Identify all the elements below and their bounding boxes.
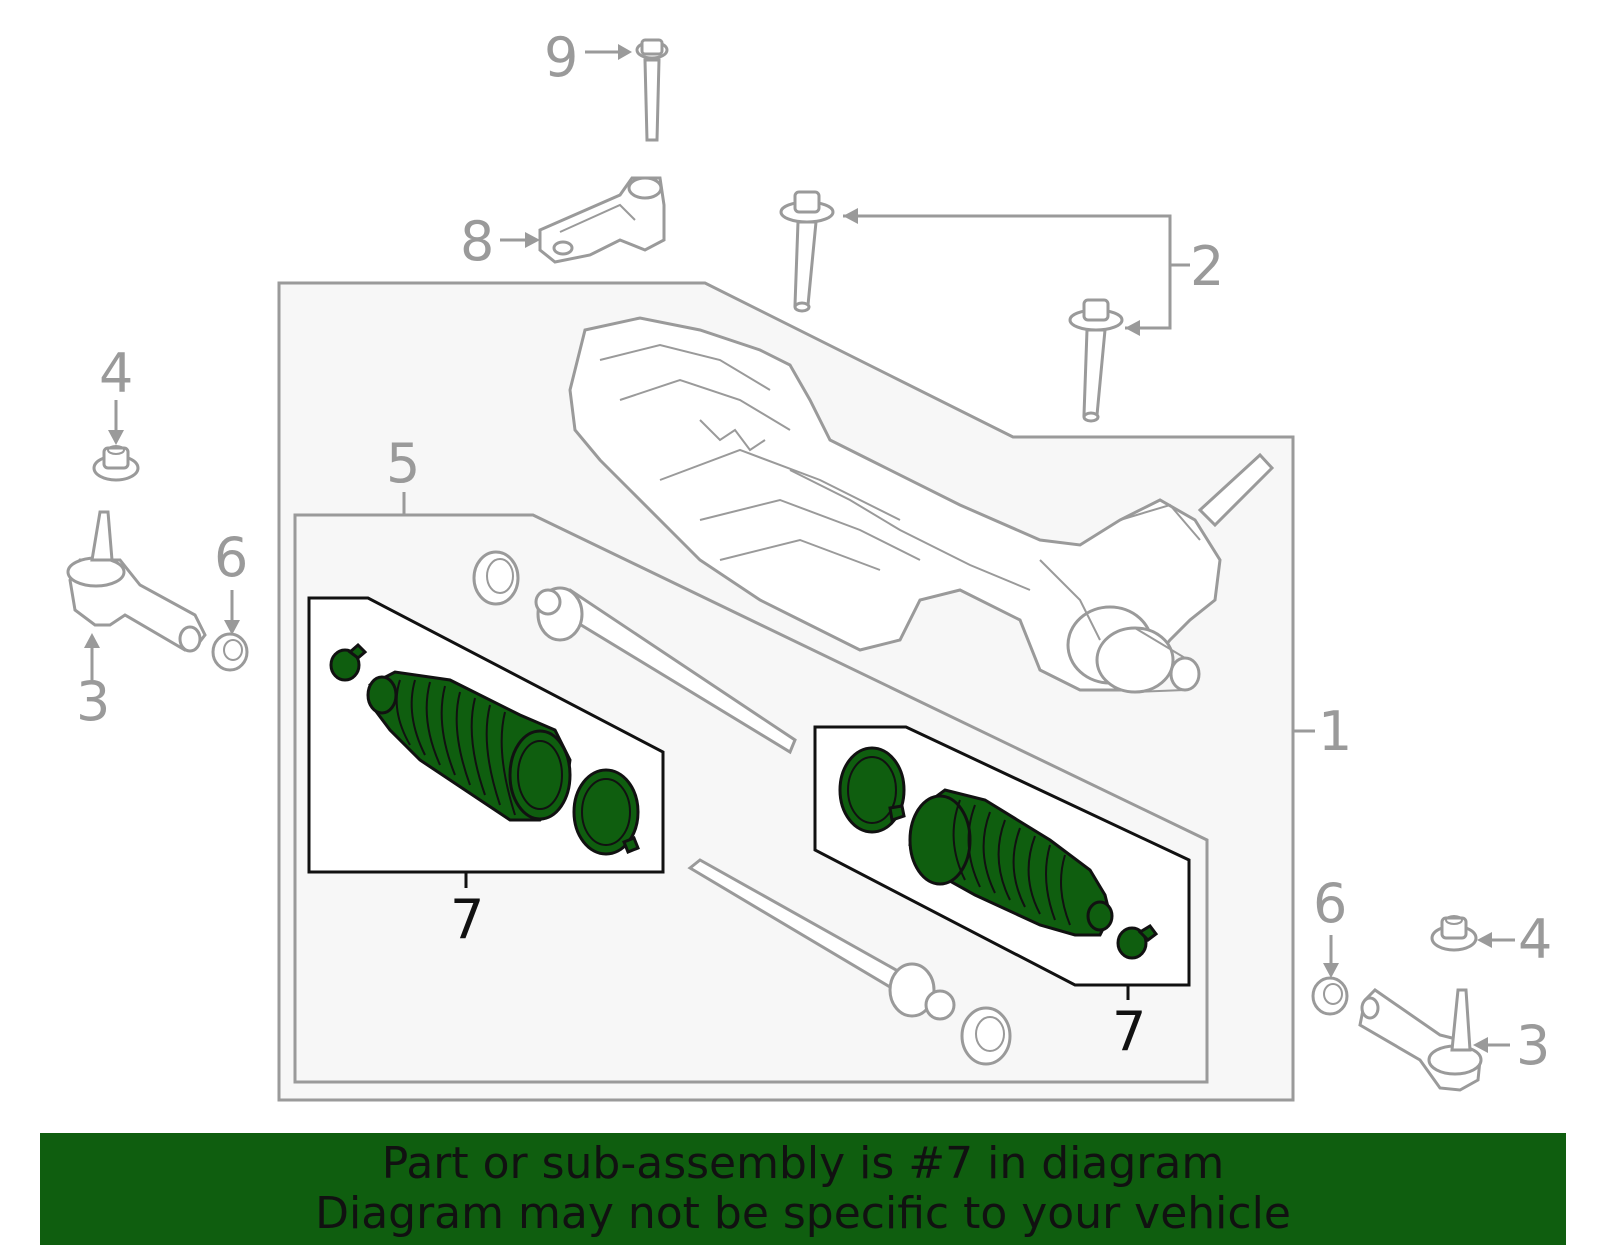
nut-left-4 [92,445,140,482]
callout-3-left: 3 [76,670,110,733]
steering-gear-housing [568,316,1275,694]
callout-2: 2 [1190,235,1224,298]
callout-1: 1 [1318,700,1352,763]
inner-tie-rod-lower [687,858,1012,1066]
steering-boot-left [366,670,572,822]
mounting-bolt-lower [1068,298,1124,423]
bushing-right-6 [1311,976,1349,1016]
steering-boot-right [908,788,1114,937]
callout-8: 8 [460,210,494,273]
callout-5: 5 [386,432,420,495]
bracket-bolt [635,38,669,142]
leader-4-right [1477,932,1515,948]
banner-line-disclaimer: Diagram may not be specific to your vehi… [315,1188,1291,1239]
leader-4-left [108,400,124,445]
callout-9: 9 [544,26,578,89]
tie-rod-end-right [1358,988,1483,1092]
leader-9 [585,44,632,60]
boot-clamp-small-right [1116,924,1159,960]
boot-clamp-large-right [838,746,906,834]
boot-clamp-small-left [329,642,368,682]
callout-7-left: 7 [450,888,484,951]
leader-8 [500,232,540,248]
mounting-bolt-upper [779,190,835,313]
mounting-bracket [538,176,666,264]
bushing-left-6 [211,632,249,672]
callout-4-right: 4 [1518,908,1552,971]
banner-line-part: Part or sub-assembly is #7 in diagram [381,1138,1225,1189]
callout-7-right: 7 [1112,1000,1146,1063]
leader-3-right [1473,1037,1510,1053]
leader-6-left [224,590,240,635]
callout-6-left: 6 [214,526,248,589]
subassembly-5-panel [293,513,1209,1084]
leader-2 [843,208,1190,336]
inner-tie-rod-upper [472,550,797,755]
boot-clamp-large-left [572,768,640,856]
leader-3-left [84,633,100,680]
tie-rod-end-left [66,510,207,653]
callout-4-left: 4 [99,342,133,405]
leader-6-right [1323,935,1339,978]
callout-6-right: 6 [1313,872,1347,935]
nut-right-4 [1430,915,1478,952]
callout-3-right: 3 [1516,1014,1550,1077]
info-banner: Part or sub-assembly is #7 in diagram Di… [40,1133,1566,1245]
